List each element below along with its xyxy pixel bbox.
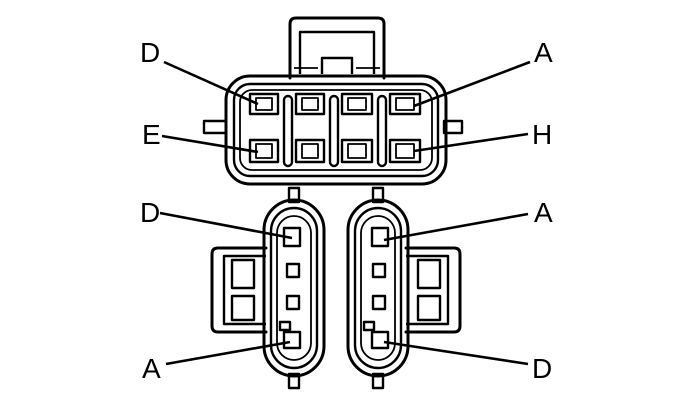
leader-left-D (159, 211, 293, 240)
leader-top-H (413, 132, 529, 153)
left-4-pin-connector: D A (140, 186, 326, 390)
left-connector-side-latch (210, 246, 268, 334)
label-right-D: D (532, 353, 552, 384)
top-connector-dividers (282, 94, 388, 168)
leader-right-A (383, 212, 529, 242)
leader-right-D (383, 340, 529, 366)
top-connector-cavities-row-2 (248, 138, 422, 164)
label-top-D: D (140, 37, 160, 68)
top-connector-housing-inner (232, 82, 440, 178)
leader-left-A (165, 340, 291, 366)
right-connector-body-outer (346, 198, 410, 378)
right-4-pin-connector: A D (346, 186, 553, 390)
label-left-D: D (140, 197, 160, 228)
left-connector-body-outer (262, 198, 326, 378)
leader-top-E (161, 134, 259, 154)
top-connector-housing-outer (224, 74, 448, 186)
top-connector-left-nub (202, 119, 228, 135)
top-connector-latch (288, 16, 386, 80)
label-right-A: A (534, 197, 553, 228)
label-top-H: H (532, 119, 552, 150)
label-left-A: A (142, 353, 161, 384)
right-connector-side-latch (404, 246, 462, 334)
left-connector-cavities (278, 226, 302, 350)
label-top-A: A (534, 37, 553, 68)
leader-top-D (163, 60, 259, 106)
top-connector-right-nub (442, 119, 464, 135)
label-top-E: E (142, 119, 161, 150)
leader-top-A (413, 60, 531, 108)
top-8-pin-connector: D A E H (140, 16, 553, 186)
right-connector-cavities (362, 226, 390, 350)
